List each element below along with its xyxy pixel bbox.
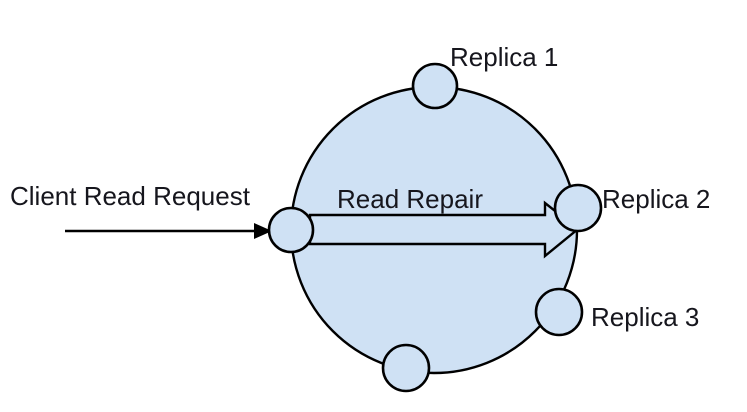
- client-read-request-label: Client Read Request: [10, 181, 251, 211]
- read-repair-block-arrow: [308, 200, 580, 259]
- node-replica-1[interactable]: [411, 62, 459, 110]
- replica-3-label: Replica 3: [591, 302, 699, 332]
- read-repair-label: Read Repair: [337, 184, 483, 214]
- node-coordinator[interactable]: [267, 206, 315, 254]
- replica-1-label: Replica 1: [450, 42, 558, 72]
- node-replica-2[interactable]: [553, 183, 603, 233]
- node-bottom[interactable]: [381, 343, 431, 393]
- replica-2-label: Replica 2: [602, 184, 710, 214]
- node-replica-3[interactable]: [534, 287, 584, 337]
- client-read-request-arrow-head: [254, 223, 272, 239]
